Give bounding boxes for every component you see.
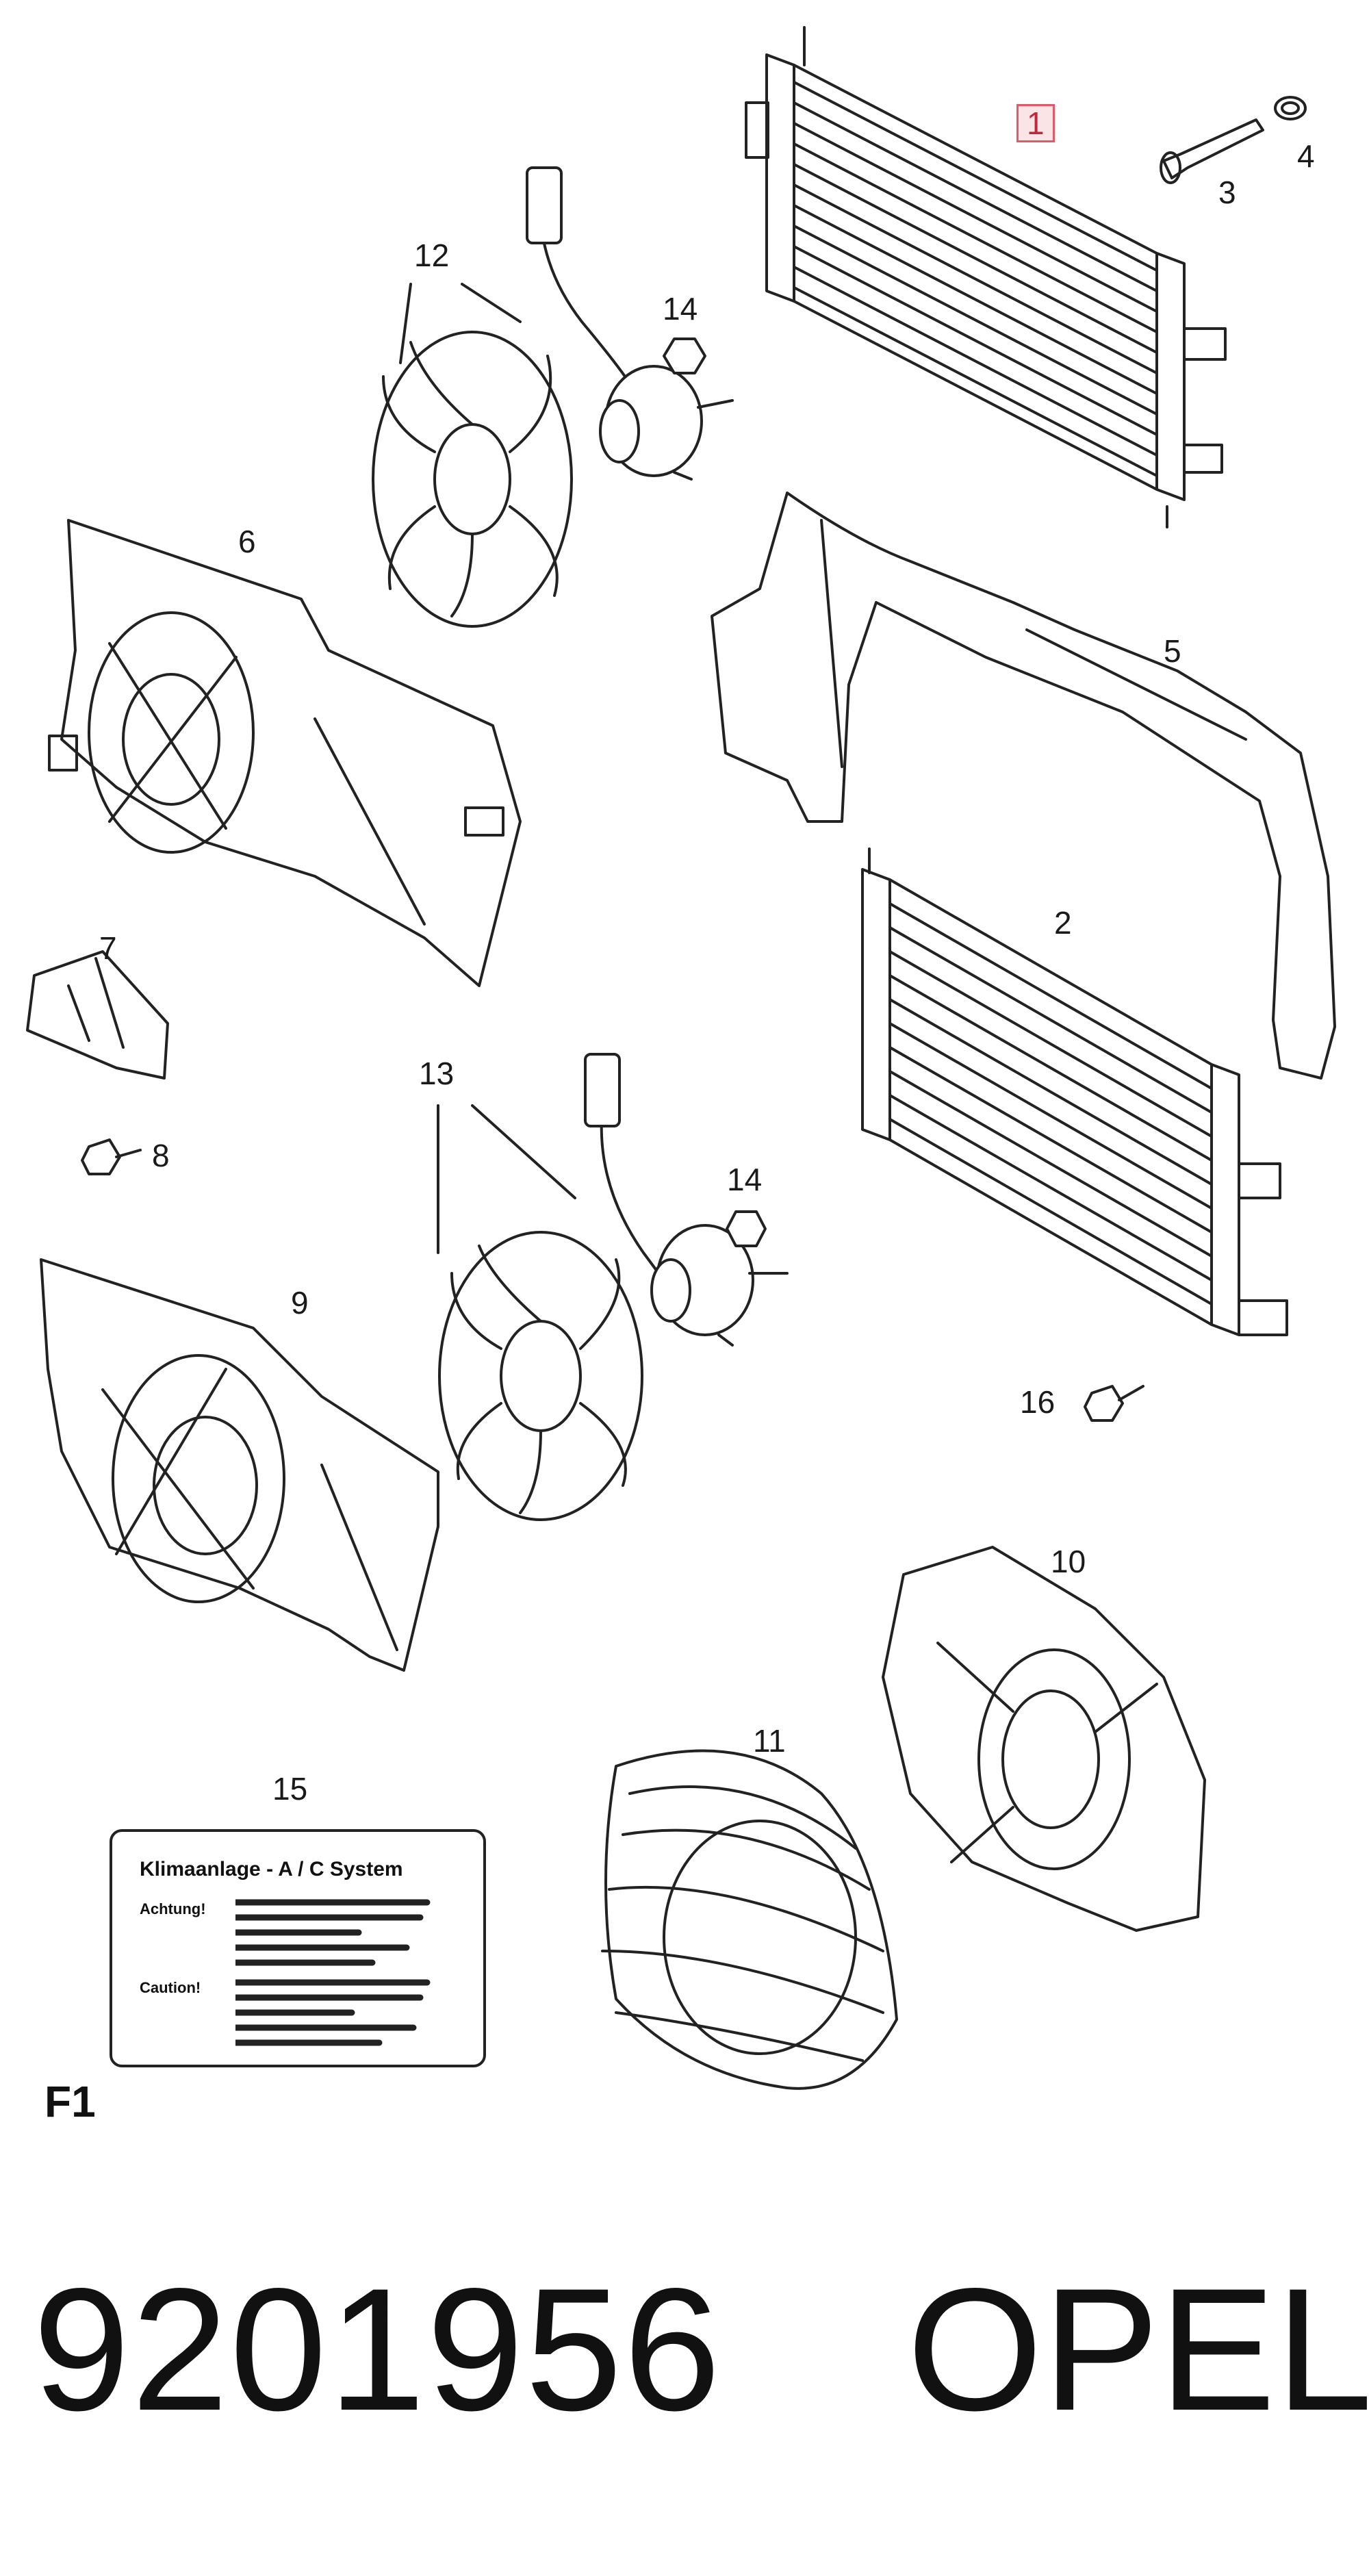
- nut-part-14-upper: [663, 337, 706, 374]
- part-number: 9201956: [33, 2252, 722, 2447]
- ac-label-caution: Caution!: [140, 1979, 201, 1996]
- callout-10: 10: [1051, 1544, 1086, 1579]
- ac-label-text-lines: [235, 1899, 431, 2046]
- fan-shroud-part-9: [40, 1258, 439, 1672]
- ac-label-title: Klimaanlage - A / C System: [140, 1858, 403, 1880]
- callout-12: 12: [414, 238, 450, 273]
- ac-label-achtung: Achtung!: [140, 1900, 206, 1917]
- drain-plug-part-3: [1160, 118, 1264, 184]
- fan-part-13: [438, 1231, 643, 1521]
- radiator-part-1: [745, 26, 1227, 528]
- callout-8: 8: [152, 1138, 170, 1173]
- bracket-part-7: [26, 950, 169, 1080]
- brand-name: OPEL: [907, 2252, 1369, 2447]
- callout-14-upper: 14: [663, 291, 698, 327]
- callout-13: 13: [419, 1056, 455, 1091]
- callout-5: 5: [1164, 633, 1181, 669]
- nut-part-14-lower: [726, 1210, 767, 1247]
- callout-16: 16: [1020, 1384, 1055, 1420]
- fan-guard-part-11: [601, 1749, 898, 2090]
- leader-lines: [399, 283, 576, 1254]
- condenser-part-2: [861, 847, 1288, 1336]
- fan-shroud-part-6: [48, 519, 522, 987]
- callout-1: 1: [1016, 104, 1055, 142]
- sheet-label: F1: [44, 2077, 96, 2126]
- callout-6: 6: [238, 524, 256, 559]
- fan-shroud-part-10: [882, 1546, 1206, 1932]
- callout-3: 3: [1218, 175, 1236, 210]
- callout-4: 4: [1297, 138, 1315, 174]
- fan-motor-lower: [584, 1053, 789, 1347]
- callout-9: 9: [291, 1285, 309, 1321]
- callout-15: 15: [272, 1771, 308, 1807]
- bolt-part-16: [1084, 1385, 1144, 1422]
- callout-2: 2: [1054, 905, 1072, 941]
- ac-info-label-part-15: Klimaanlage - A / C System Achtung! Caut…: [110, 1829, 486, 2067]
- callout-7: 7: [99, 930, 117, 966]
- fan-part-12: [372, 331, 573, 628]
- o-ring-part-4: [1274, 96, 1307, 120]
- air-deflector-part-5: [711, 492, 1336, 1080]
- callout-14-lower: 14: [727, 1162, 763, 1197]
- callout-11: 11: [753, 1723, 786, 1759]
- fan-motor-upper: [526, 166, 734, 481]
- bolt-part-8: [81, 1138, 142, 1175]
